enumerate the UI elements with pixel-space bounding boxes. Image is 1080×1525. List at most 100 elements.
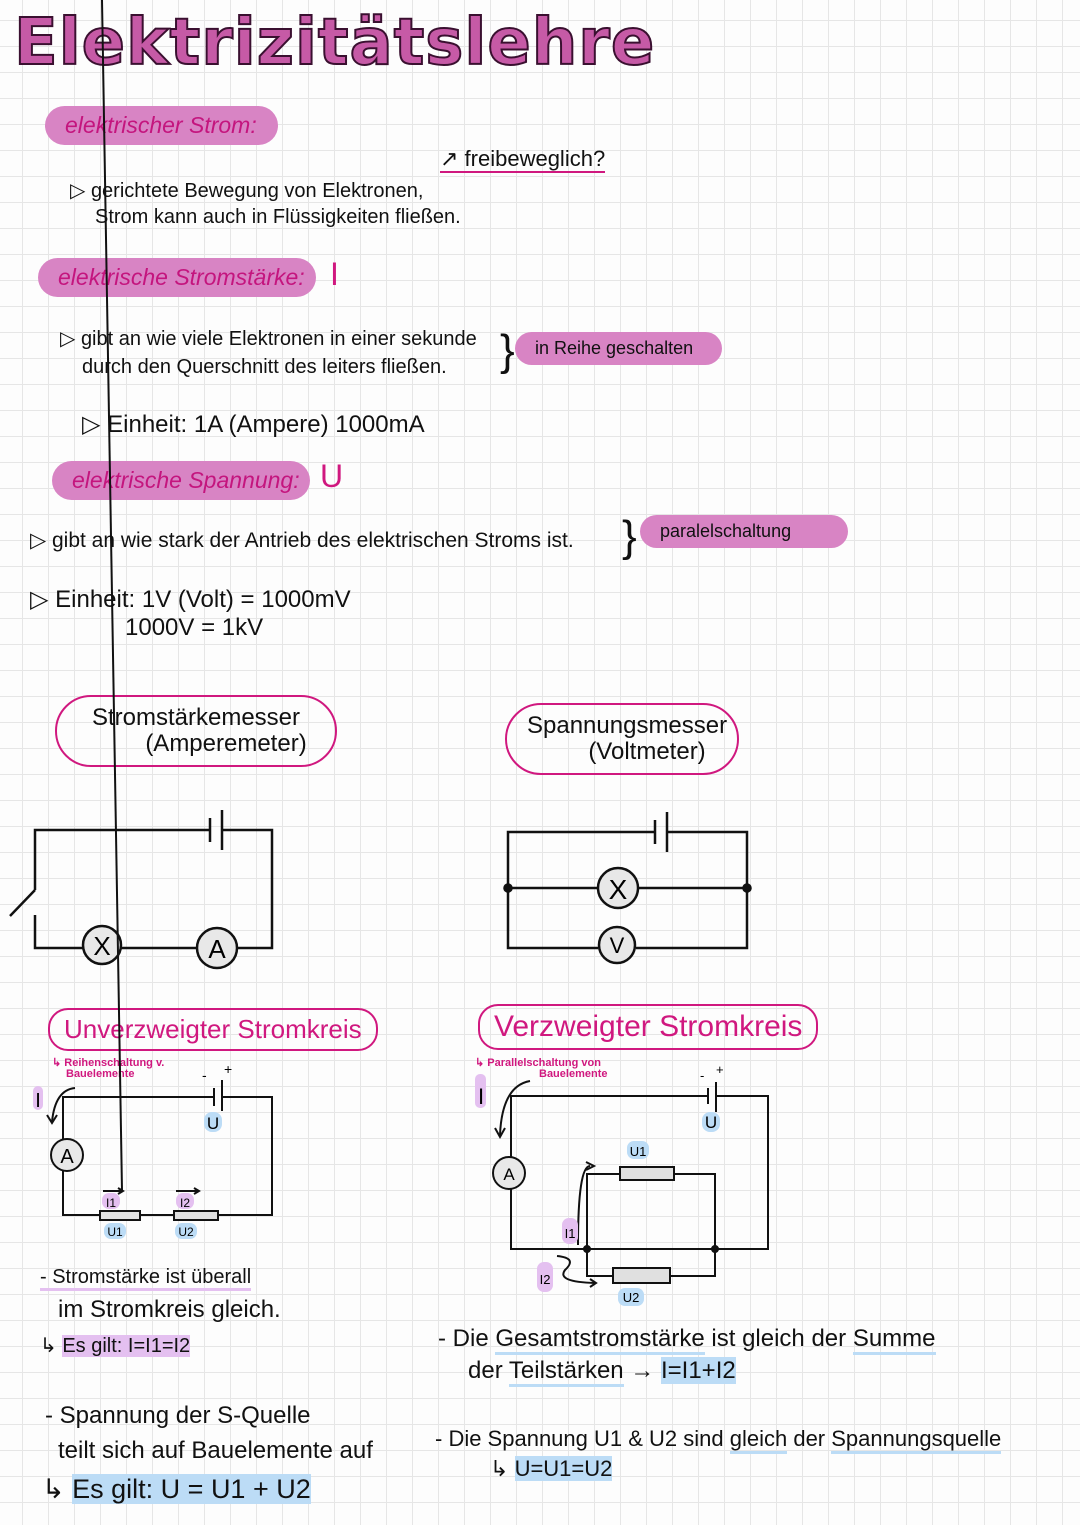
ammeter-label: A (208, 934, 226, 964)
series-rule-1-formula: Es gilt: I=I1=I2 (62, 1335, 191, 1357)
label-U2: U2 (178, 1225, 194, 1239)
series-rule-2-formula: Es gilt: U = U1 + U2 (72, 1474, 311, 1504)
series-text-4: teilt sich auf Bauelemente auf (58, 1437, 373, 1464)
voltmeter-subtitle: (Voltmeter) (588, 738, 706, 765)
spannung-unit-2: 1000V = 1kV (125, 614, 264, 641)
voltmeter-icon (597, 925, 637, 965)
lamp-label: X (609, 874, 628, 905)
cloud-voltmeter: Spannungsmesser (Voltmeter) (505, 703, 739, 775)
arrow-icon: ↳ (40, 1335, 57, 1357)
label-plus: + (224, 1061, 232, 1077)
text-part: der (787, 1426, 832, 1451)
heading-spannung: elektrische Spannung: (52, 461, 310, 500)
current-arrow-icon (577, 1165, 591, 1246)
text-part: Teilstärken (508, 1357, 624, 1387)
symbol-U: U (320, 458, 344, 494)
arrow-icon: → (623, 1357, 661, 1384)
heading-stromstaerke: elektrische Stromstärke: (38, 258, 316, 297)
parallel-rule-1-formula: I=I1+I2 (660, 1357, 736, 1384)
series-text-3: - Spannung der S-Quelle (45, 1402, 311, 1429)
current-arrow-icon (499, 1080, 531, 1136)
label-minus: - (700, 1068, 704, 1083)
amperemeter-subtitle: (Amperemeter) (145, 730, 307, 757)
text-part: der (468, 1357, 509, 1384)
tag-parallelschaltung: paralelschaltung (640, 515, 848, 548)
heading-verzweigter-stromkreis: Verzweigter Stromkreis (478, 1004, 819, 1050)
note-text: ↗ freibeweglich? (440, 146, 606, 173)
label-U1: U1 (630, 1144, 647, 1159)
ammeter-icon (492, 1156, 526, 1190)
note-freibeweglich: ↗ freibeweglich? (440, 146, 606, 173)
amperemeter-title: Stromstärkemesser (91, 704, 301, 731)
ammeter-circuit (9, 810, 274, 970)
series-text-2: im Stromkreis gleich. (58, 1296, 281, 1323)
brace: } (622, 512, 637, 561)
label-plus: + (716, 1062, 724, 1077)
tag-in-reihe: in Reihe geschalten (515, 332, 722, 365)
stromstaerke-unit: ▷ Einheit: 1A (Ampere) 1000mA (82, 411, 425, 438)
label-minus: - (202, 1067, 207, 1083)
current-arrow-icon (556, 1255, 596, 1284)
lamp-icon (596, 866, 640, 910)
parallel-rule-2-formula: U=U1=U2 (514, 1456, 613, 1481)
switch-icon (9, 889, 36, 917)
page-title: Elektrizitätslehre (13, 5, 656, 81)
text-part: Spannungsquelle (831, 1426, 1002, 1454)
label-I2: I2 (540, 1272, 551, 1287)
parallel-text-1: - Die Gesamtstromstärke ist gleich der S… (438, 1325, 936, 1355)
label-I1: I1 (106, 1196, 116, 1210)
strom-line-2: Strom kann auch in Flüssigkeiten fließen… (95, 206, 461, 228)
heading-unverzweigter-stromkreis: Unverzweigter Stromkreis (48, 1008, 378, 1051)
text-part: - Die Spannung U1 & U2 sind (435, 1426, 730, 1451)
label-U1: U1 (107, 1225, 123, 1239)
cloud-amperemeter: Stromstärkemesser (Amperemeter) (55, 695, 337, 767)
ammeter-icon (195, 926, 239, 970)
stromstaerke-line-2: durch den Querschnitt des leiters fließe… (82, 356, 447, 378)
parallel-text-3: - Die Spannung U1 & U2 sind gleich der S… (435, 1426, 1002, 1454)
arrow-icon: ↳ (490, 1456, 509, 1481)
ammeter-label: A (60, 1146, 74, 1168)
parallel-rule-2: ↳ U=U1=U2 (490, 1456, 613, 1482)
current-arrow-icon (51, 1087, 76, 1123)
series-text-1: - Stromstärke ist überall (40, 1266, 252, 1291)
arrow-icon: ↳ (42, 1474, 65, 1504)
text-part: gleich (729, 1426, 788, 1454)
voltmeter-title: Spannungsmesser (527, 712, 728, 739)
label-I1: I1 (565, 1226, 576, 1241)
brace: } (500, 326, 515, 375)
text-part: Summe (852, 1325, 936, 1355)
spannung-unit-1: ▷ Einheit: 1V (Volt) = 1000mV (30, 586, 351, 613)
parallel-text-2: der Teilstärken → I=I1+I2 (468, 1357, 736, 1387)
label-I: I (478, 1084, 484, 1109)
subtitle-line-1: ↳ Parallelschaltung von (475, 1057, 601, 1069)
label-U2: U2 (623, 1290, 640, 1305)
label-I2: I2 (180, 1196, 190, 1210)
series-text-1-content: - Stromstärke ist überall (40, 1266, 252, 1291)
resistor-1 (99, 1210, 141, 1221)
resistor-1 (619, 1166, 675, 1181)
heading-elektrischer-strom: elektrischer Strom: (45, 106, 278, 145)
voltmeter-label: V (610, 933, 625, 958)
text-part: - Die (438, 1325, 496, 1352)
label-U: U (705, 1113, 717, 1132)
label-I: I (35, 1090, 41, 1112)
subtitle-parallelschaltung: ↳ Parallelschaltung von Bauelemente (475, 1058, 607, 1080)
lamp-label: X (93, 931, 110, 961)
symbol-I: I (330, 256, 339, 292)
lamp-icon (81, 924, 123, 966)
resistor-2 (612, 1267, 671, 1284)
stromstaerke-line-1: ▷ gibt an wie viele Elektronen in einer … (60, 328, 477, 350)
ammeter-label: A (503, 1165, 515, 1184)
subtitle-line-2: Bauelemente (66, 1068, 135, 1080)
series-rule-1: ↳ Es gilt: I=I1=I2 (40, 1333, 191, 1358)
text-part: ist gleich der (704, 1325, 853, 1352)
text-part: Gesamtstromstärke (495, 1325, 705, 1355)
subtitle-reihenschaltung: ↳ Reihenschaltung v. Bauelemente (52, 1058, 164, 1080)
series-rule-2: ↳ Es gilt: U = U1 + U2 (42, 1474, 311, 1505)
ammeter-icon (50, 1138, 84, 1172)
spannung-line-1: ▷ gibt an wie stark der Antrieb des elek… (30, 529, 574, 552)
label-U: U (207, 1114, 219, 1133)
strom-line-1: ▷ gerichtete Bewegung von Elektronen, (70, 180, 424, 202)
subtitle-line-2: Bauelemente (539, 1068, 608, 1080)
voltmeter-circuit (503, 812, 752, 965)
